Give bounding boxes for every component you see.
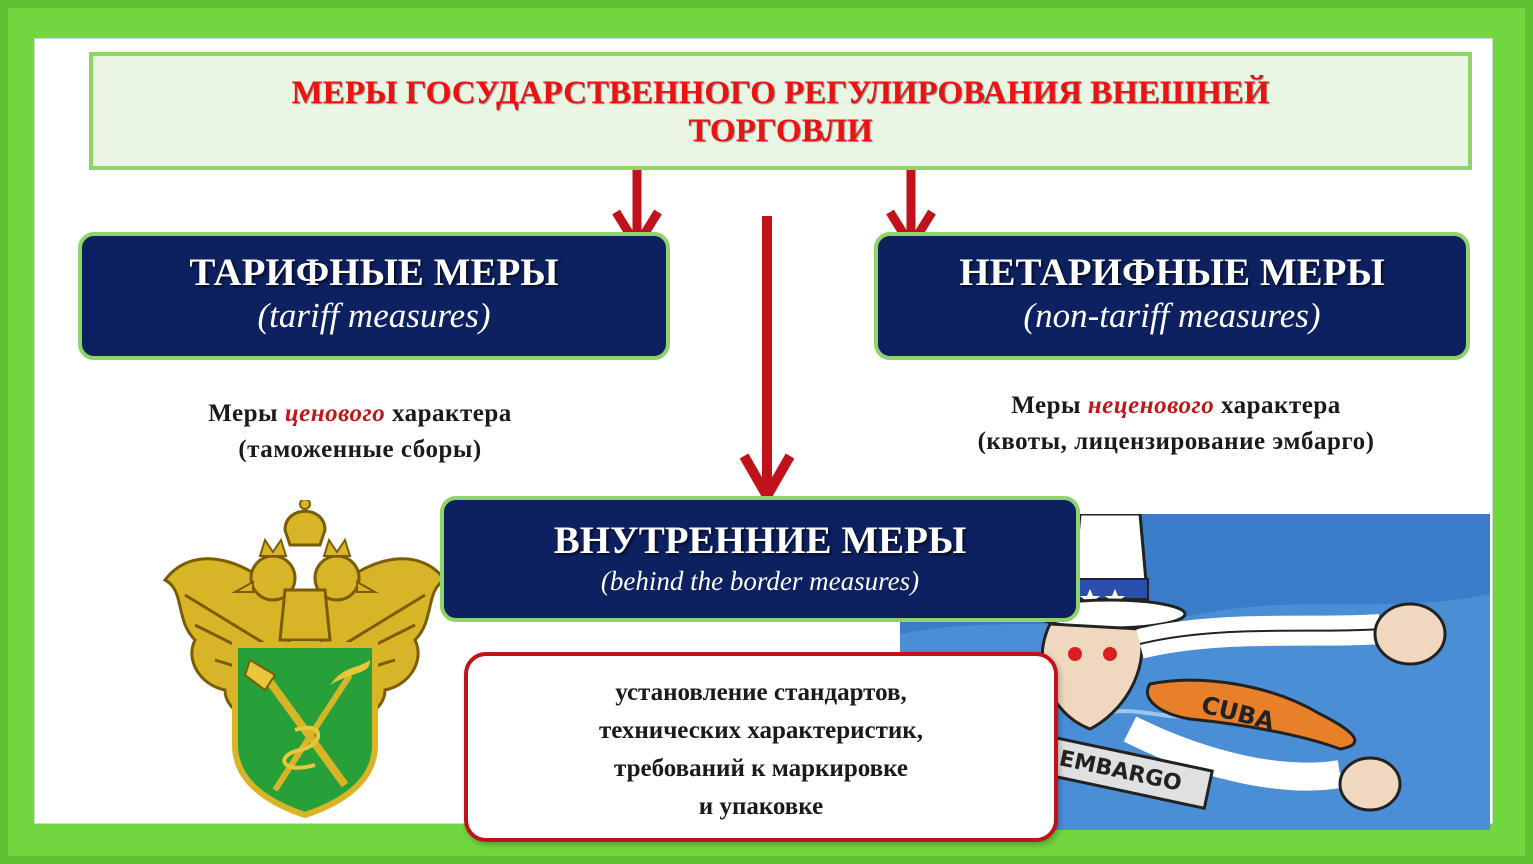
nontariff-desc-prefix: Меры (1011, 392, 1088, 419)
tariff-subtitle: (tariff measures) (257, 296, 491, 335)
arrow-to-inner (740, 216, 794, 504)
nontariff-desc-suffix: характера (1214, 392, 1341, 419)
nontariff-subtitle: (non-tariff measures) (1023, 296, 1321, 335)
main-title-box: МЕРЫ ГОСУДАРСТВЕННОГО РЕГУЛИРОВАНИЯ ВНЕШ… (89, 52, 1472, 170)
inner-subtitle: (behind the border measures) (600, 566, 920, 596)
tariff-desc-emphasis: ценового (284, 400, 386, 427)
nontariff-description: Меры неценового характера (квоты, лиценз… (900, 388, 1452, 460)
main-title-line1: МЕРЫ ГОСУДАРСТВЕННОГО РЕГУЛИРОВАНИЯ ВНЕШ… (291, 75, 1270, 111)
inner-measures-list: установление стандартов, технических хар… (464, 652, 1058, 842)
inner-list-item: и упаковке (698, 793, 824, 820)
nontariff-measures-box: НЕТАРИФНЫЕ МЕРЫ (non-tariff measures) (874, 232, 1470, 360)
nontariff-desc-line2: (квоты, лицензирование эмбарго) (977, 428, 1375, 455)
customs-emblem-icon (162, 500, 448, 819)
tariff-title: ТАРИФНЫЕ МЕРЫ (189, 251, 559, 294)
inner-title: ВНУТРЕННИЕ МЕРЫ (553, 519, 967, 562)
inner-list-item: требований к маркировке (614, 755, 908, 782)
inner-list-item: установление стандартов, (615, 679, 907, 706)
nontariff-title: НЕТАРИФНЫЕ МЕРЫ (959, 251, 1385, 294)
tariff-desc-line2: (таможенные сборы) (238, 436, 482, 463)
tariff-desc-prefix: Меры (208, 400, 285, 427)
inner-list-item: технических характеристик, (599, 717, 923, 744)
tariff-description: Меры ценового характера (таможенные сбор… (150, 396, 570, 468)
tariff-measures-box: ТАРИФНЫЕ МЕРЫ (tariff measures) (78, 232, 670, 360)
main-title-line2: ТОРГОВЛИ (688, 113, 873, 149)
inner-measures-box: ВНУТРЕННИЕ МЕРЫ (behind the border measu… (440, 496, 1080, 622)
nontariff-desc-emphasis: неценового (1087, 392, 1215, 419)
tariff-desc-suffix: характера (385, 400, 512, 427)
